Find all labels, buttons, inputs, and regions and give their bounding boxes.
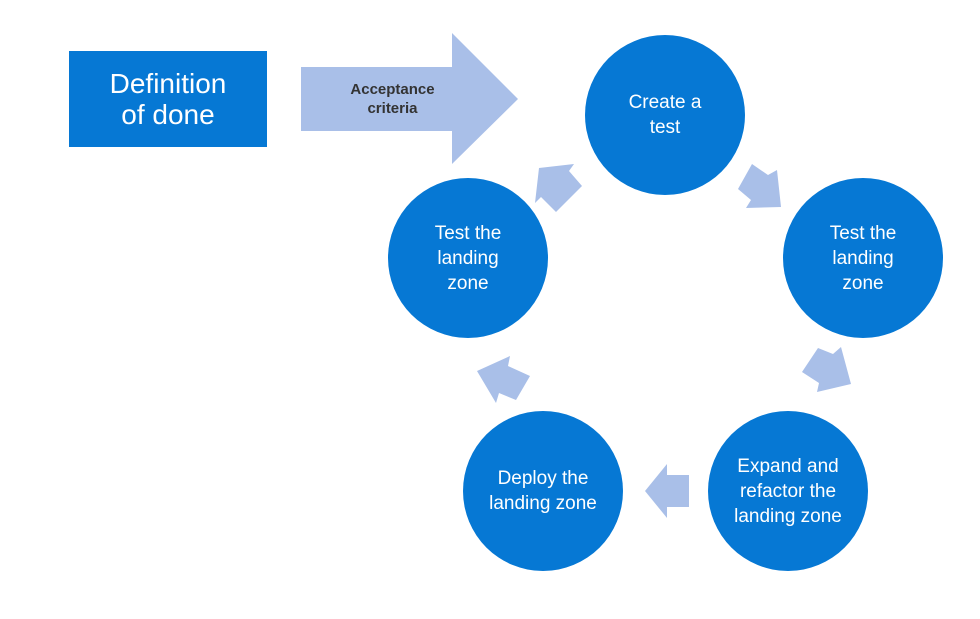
node-deploy-landing-zone: Deploy the landing zone <box>463 411 623 571</box>
arrow-create-to-test-right <box>738 164 781 208</box>
acceptance-criteria-arrow <box>301 33 518 164</box>
arrow-expand-to-deploy <box>645 464 689 518</box>
node-expand-and-refactor-label: Expand and refactor the landing zone <box>734 455 842 527</box>
arrow-test-right-to-expand <box>802 347 851 392</box>
arrow-deploy-to-test-left <box>477 356 530 403</box>
node-test-landing-zone-right: Test the landing zone <box>783 178 943 338</box>
definition-of-done-box: Definition of done <box>69 51 267 147</box>
acceptance-criteria-label: Acceptance criteria <box>350 81 435 117</box>
node-create-a-test-label: Create a test <box>628 92 702 138</box>
node-deploy-landing-zone-label: Deploy the landing zone <box>489 468 597 514</box>
arrow-test-left-to-create <box>535 164 582 212</box>
node-test-landing-zone-left-label: Test the landing zone <box>434 222 502 294</box>
node-expand-and-refactor: Expand and refactor the landing zone <box>708 411 868 571</box>
node-create-a-test: Create a test <box>585 35 745 195</box>
node-test-landing-zone-left: Test the landing zone <box>388 178 548 338</box>
node-test-landing-zone-right-label: Test the landing zone <box>829 222 897 294</box>
